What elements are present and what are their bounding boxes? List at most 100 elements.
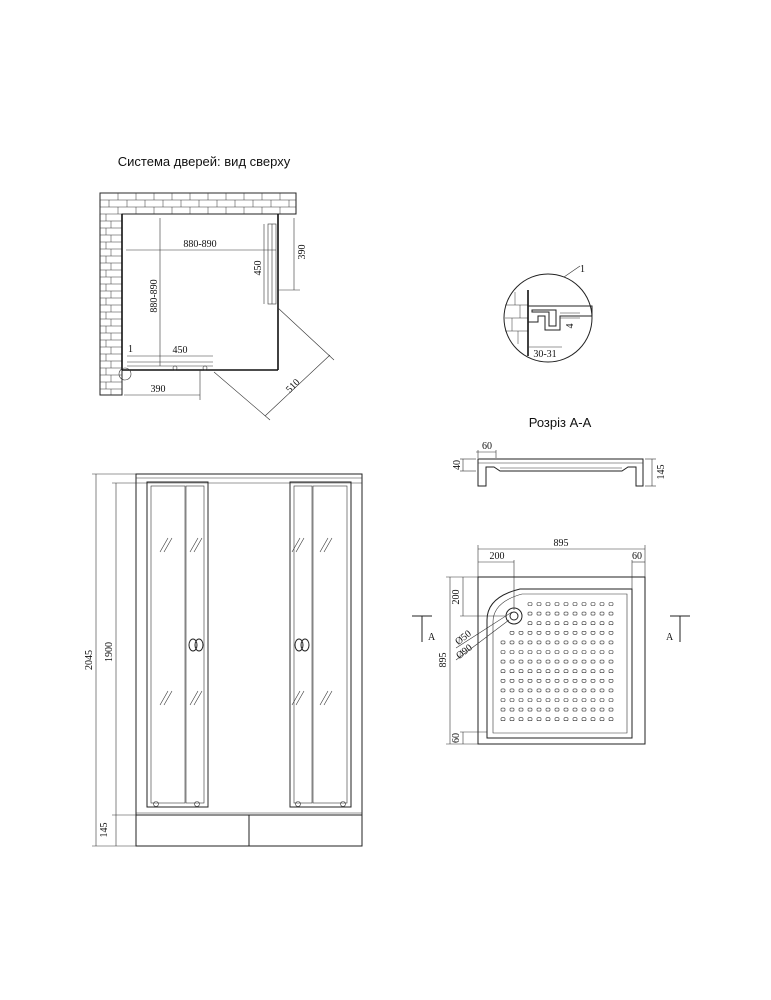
tray-dot: [608, 611, 614, 616]
detail-gap: 30-31: [533, 349, 556, 360]
tray-dot: [581, 640, 587, 645]
tray-dot: [518, 669, 524, 674]
tray-dot: [500, 707, 506, 712]
tray-dot: [563, 621, 569, 626]
tray-dot: [527, 611, 533, 616]
tray-outline: [477, 576, 646, 745]
tray-dot: [581, 650, 587, 654]
tray-dot: [608, 602, 614, 606]
dim-total-height: 2045: [84, 650, 95, 670]
tray-dot: [518, 640, 524, 645]
tray-dot: [563, 602, 569, 606]
tray-dot: [608, 678, 614, 683]
tray-dot: [509, 707, 515, 712]
detail-circle: [503, 273, 593, 363]
tray-dot: [590, 650, 596, 654]
tray-dot: [554, 602, 560, 606]
tray-dot: [536, 602, 542, 606]
tray-dot: [581, 688, 587, 693]
dim-390-bottom: 390: [151, 384, 166, 395]
tray-dot: [608, 650, 614, 654]
detail-marker: 1: [580, 264, 585, 275]
tray-dot: [554, 669, 560, 674]
tray-dot: [509, 650, 515, 654]
tray-dot: [608, 707, 614, 712]
tray-dot: [527, 650, 533, 654]
svg-text:A: A: [428, 632, 436, 643]
door-handle-right: [294, 638, 310, 652]
tray-dot: [572, 611, 578, 616]
tray-dot: [554, 659, 560, 664]
tray-dot: [590, 717, 596, 722]
tray-dot: [545, 640, 551, 645]
tray-dot: [608, 621, 614, 626]
tray-dot: [509, 698, 515, 702]
tray-dot: [563, 611, 569, 616]
detail-view: 1 4 30-31: [503, 264, 593, 363]
tray-dot: [599, 659, 605, 664]
tray-dot: [518, 659, 524, 664]
tray-dot: [590, 602, 596, 606]
tray-dot: [590, 659, 596, 664]
tray-dot: [536, 611, 542, 616]
section-depth: 40: [452, 460, 463, 470]
tray-dot: [572, 602, 578, 606]
diagonal-ext-1: [213, 371, 271, 421]
tray-dot: [545, 621, 551, 626]
detail-marker-1: 1: [128, 344, 133, 355]
tray-width: 895: [554, 538, 569, 549]
tray-dot: [527, 630, 533, 635]
tray-dot: [581, 621, 587, 626]
tray-dot: [581, 659, 587, 664]
tray-dot: [554, 650, 560, 654]
left-door-panel: [146, 481, 209, 808]
tray-dot: [545, 717, 551, 722]
tray-dot: [554, 611, 560, 616]
tray-dot: [518, 678, 524, 683]
tray-dot: [536, 621, 542, 626]
tray-dot: [563, 688, 569, 693]
tray-dot: [563, 698, 569, 702]
dim-door-height: 1900: [104, 642, 115, 662]
top-view: Система дверей: вид сверху 880-890 880-8…: [99, 154, 335, 421]
tray-dot: [500, 678, 506, 683]
tray-dot: [599, 688, 605, 693]
tray-dot: [545, 611, 551, 616]
tray-dot: [563, 669, 569, 674]
tray-dot: [554, 698, 560, 702]
tray-dot: [581, 669, 587, 674]
tray-dot: [545, 669, 551, 674]
front-view: 2045 1900 145: [84, 473, 363, 847]
tray-dot: [590, 678, 596, 683]
tray-dot: [572, 640, 578, 645]
detail-thickness: 4: [565, 324, 576, 329]
dim-450-side: 450: [253, 261, 264, 276]
tray-dot: [527, 688, 533, 693]
tray-dot: [554, 717, 560, 722]
front-frame: [135, 473, 363, 847]
tray-dot: [527, 698, 533, 702]
tray-dot: [608, 630, 614, 635]
tray-dot: [590, 698, 596, 702]
tray-dot: [608, 688, 614, 693]
tray-dot: [599, 650, 605, 654]
tray-dot: [563, 630, 569, 635]
diagonal-ext-2: [277, 307, 335, 361]
tray-dot: [527, 669, 533, 674]
top-view-title: Система дверей: вид сверху: [118, 154, 291, 169]
section-profile: [477, 458, 644, 487]
tray-rim-bottom: 60: [451, 733, 462, 743]
dim-diagonal: 510: [284, 377, 302, 395]
door-handle-left: [188, 638, 204, 652]
tray-dot: [599, 669, 605, 674]
tray-dot: [545, 678, 551, 683]
tray-dot: [590, 611, 596, 616]
tray-dot: [545, 688, 551, 693]
svg-text:A: A: [666, 632, 674, 643]
tray-dot: [572, 650, 578, 654]
tray-dot: [545, 698, 551, 702]
tray-dot: [527, 640, 533, 645]
tray-dot: [599, 717, 605, 722]
tray-dot: [563, 678, 569, 683]
tray-dot: [608, 698, 614, 702]
